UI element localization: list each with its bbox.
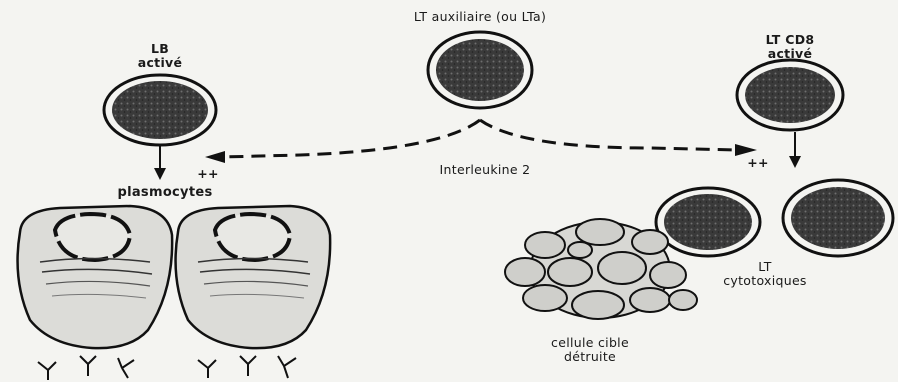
interleukine-arrows xyxy=(205,120,757,163)
cellule-cible-label: cellule cible détruite xyxy=(515,336,665,364)
arrow-cd8-to-cytotoxiques xyxy=(789,132,801,168)
lt-cytotoxique-cell-1 xyxy=(656,188,760,256)
lt-cd8-label-line1: LT CD8 xyxy=(740,33,840,47)
lb-label-line1: LB xyxy=(110,42,210,56)
plasmocyte-cell-1 xyxy=(18,206,173,348)
interleukine-label: Interleukine 2 xyxy=(395,163,575,177)
plus-left-label: ++ xyxy=(188,167,228,181)
lt-cytotoxique-cell-2 xyxy=(783,180,893,256)
lt-cd8-active-cell xyxy=(737,60,843,130)
cellule-cible-line1: cellule cible xyxy=(515,336,665,350)
lt-cd8-label: LT CD8 activé xyxy=(740,33,840,61)
plasmocyte-cell-2 xyxy=(176,206,331,348)
lb-active-cell xyxy=(104,75,216,145)
cellule-cible-line2: détruite xyxy=(515,350,665,364)
lt-cytotoxiques-label: LT cytotoxiques xyxy=(700,260,830,288)
lt-auxiliaire-cell xyxy=(428,32,532,108)
plasmocytes-label: plasmocytes xyxy=(95,186,235,200)
arrow-lb-to-plasmocytes xyxy=(154,146,166,180)
lt-cytotoxiques-line1: LT xyxy=(700,260,830,274)
lt-cd8-label-line2: activé xyxy=(740,47,840,61)
antibodies xyxy=(38,356,296,380)
lb-label-line2: activé xyxy=(110,56,210,70)
plus-right-label: ++ xyxy=(738,156,778,170)
lb-label: LB activé xyxy=(110,42,210,70)
lt-cytotoxiques-line2: cytotoxiques xyxy=(700,274,830,288)
lt-auxiliaire-label: LT auxiliaire (ou LTa) xyxy=(360,10,600,24)
